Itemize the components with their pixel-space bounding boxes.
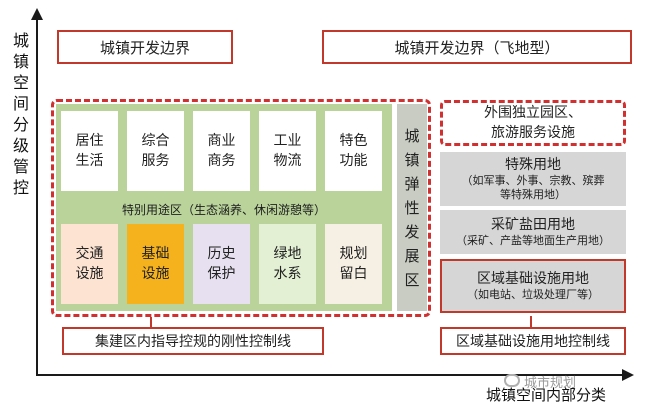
watermark: 城市规划 <box>524 376 577 391</box>
cell-reserve: 规划留白 <box>325 224 382 304</box>
cell-heritage: 历史保护 <box>193 224 250 304</box>
y-axis-line <box>36 16 38 376</box>
infra-land-sub: （如电站、垃圾处理厂等） <box>467 288 599 301</box>
cell-featured-label: 特色功能 <box>339 133 368 169</box>
cell-industrial: 工业物流 <box>259 111 316 191</box>
cell-reserve-label: 规划留白 <box>339 246 368 282</box>
elastic-zone-label: 城镇弹性发展区 <box>404 126 420 289</box>
y-axis-arrow-icon <box>31 8 43 20</box>
cell-industrial-label: 工业物流 <box>273 133 302 169</box>
right-connector <box>530 316 532 328</box>
cell-commercial: 商业商务 <box>193 111 250 191</box>
cell-residential-label: 居住生活 <box>75 133 104 169</box>
wechat-icon <box>504 374 520 387</box>
mining-land-title: 采矿盐田用地 <box>491 217 575 233</box>
cell-transport: 交通设施 <box>61 224 118 304</box>
special-land-box: 特殊用地 （如军事、外事、宗教、殡葬 等特殊用地） <box>440 152 626 206</box>
y-axis-title: 城镇空间分级管控 <box>12 31 29 197</box>
x-axis-arrow-icon <box>622 369 634 381</box>
rigid-control-line-label: 集建区内指导控规的刚性控制线 <box>95 334 291 350</box>
cell-commercial-label: 商业商务 <box>207 133 236 169</box>
enclave-line-1: 外围独立园区、 <box>484 105 582 121</box>
left-connector <box>150 317 152 329</box>
infra-control-line-box: 区域基础设施用地控制线 <box>440 327 626 355</box>
cell-heritage-label: 历史保护 <box>207 246 236 282</box>
enclave-line-2: 旅游服务设施 <box>491 125 575 141</box>
special-use-band: 特别用途区（生态涵养、休闲游憩等） <box>121 202 326 217</box>
cell-residential: 居住生活 <box>61 111 118 191</box>
cell-services: 综合服务 <box>127 111 184 191</box>
enclave-boundary-box: 城镇开发边界（飞地型） <box>322 30 632 64</box>
special-land-sub-1: （如军事、外事、宗教、殡葬 <box>461 174 605 187</box>
urban-boundary-box: 城镇开发边界 <box>57 30 233 64</box>
cell-infrastructure-label: 基础设施 <box>141 246 170 282</box>
elastic-zone-strip: 城镇弹性发展区 <box>395 104 427 311</box>
special-land-sub-2: 等特殊用地） <box>500 188 566 201</box>
cell-services-label: 综合服务 <box>141 133 170 169</box>
x-axis-title: 城镇空间内部分类 <box>486 386 607 404</box>
mining-land-sub: （采矿、产盐等地面生产用地） <box>456 234 610 247</box>
enclave-box: 外围独立园区、 旅游服务设施 <box>440 100 626 146</box>
mining-land-box: 采矿盐田用地 （采矿、产盐等地面生产用地） <box>440 210 626 254</box>
special-land-title: 特殊用地 <box>505 157 561 173</box>
cell-transport-label: 交通设施 <box>75 246 104 282</box>
cell-greenspace: 绿地水系 <box>259 224 316 304</box>
cell-infrastructure: 基础设施 <box>127 224 184 304</box>
enclave-boundary-label: 城镇开发边界（飞地型） <box>394 38 560 57</box>
x-axis-line <box>36 374 626 376</box>
rigid-control-line-box: 集建区内指导控规的刚性控制线 <box>62 327 324 355</box>
infra-land-box: 区域基础设施用地 （如电站、垃圾处理厂等） <box>440 259 626 313</box>
cell-greenspace-label: 绿地水系 <box>273 246 302 282</box>
construction-zone-border <box>51 99 431 317</box>
infra-land-title: 区域基础设施用地 <box>477 271 589 287</box>
cell-featured: 特色功能 <box>325 111 382 191</box>
urban-boundary-label: 城镇开发边界 <box>99 38 190 57</box>
infra-control-line-label: 区域基础设施用地控制线 <box>456 334 610 350</box>
